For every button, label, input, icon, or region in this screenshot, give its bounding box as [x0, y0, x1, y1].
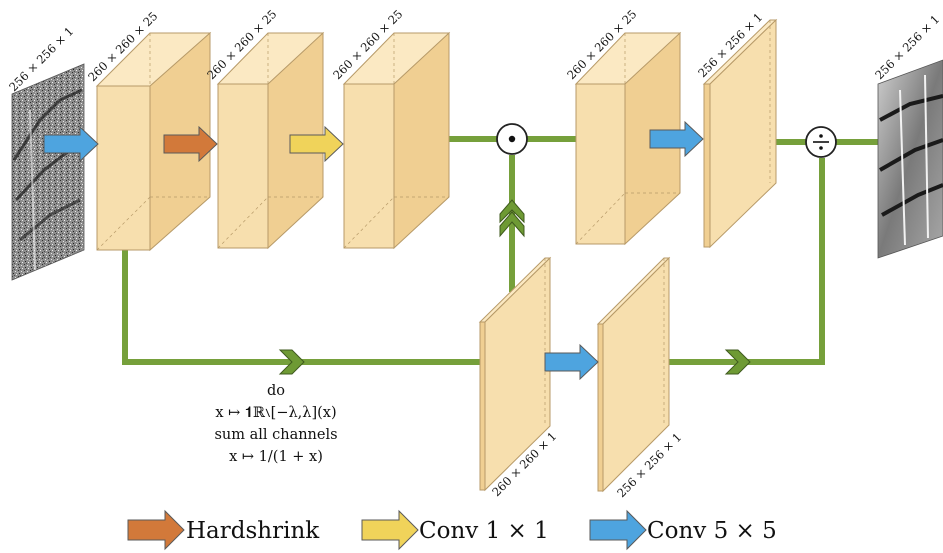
- operation-line-1: do: [267, 383, 285, 399]
- legend-label-conv1x1: Conv 1 × 1: [419, 518, 549, 544]
- conv5x5-arrow-input: [43, 125, 99, 163]
- legend-item-conv5x5: Conv 5 × 5: [589, 509, 777, 551]
- conv5x5-arrow-lower: [544, 343, 599, 381]
- connection-lines: [122, 136, 878, 365]
- conv5x5-arrow-upper: [649, 120, 704, 158]
- chevron-right-icon: [724, 349, 751, 375]
- legend-label-hardshrink: Hardshrink: [186, 518, 320, 544]
- operation-line-3: sum all channels: [214, 427, 337, 443]
- operation-line-4: x ↦ 1/(1 + x): [229, 449, 323, 465]
- feature-block-2: 260 × 260 × 25: [204, 7, 325, 250]
- feature-block-3: 260 × 260 × 25: [330, 7, 451, 250]
- line-block1-bottom-path: [122, 250, 480, 365]
- chevron-up-icon: [499, 199, 525, 238]
- chevron-right-icon: [278, 349, 305, 375]
- multiply-operator: [496, 123, 528, 155]
- conv1x1-arrow: [289, 125, 344, 163]
- legend: Hardshrink Conv 1 × 1 Conv 5 × 5: [127, 509, 777, 551]
- operation-description: do x ↦ 𝟏ℝ∖[−λ,λ](x) sum all channels x ↦…: [214, 383, 337, 465]
- feature-block-4: 260 × 260 × 25: [564, 7, 682, 246]
- legend-item-hardshrink: Hardshrink: [127, 509, 320, 551]
- feature-block-7: 256 × 256 × 1: [596, 256, 684, 500]
- legend-label-conv5x5: Conv 5 × 5: [647, 518, 777, 544]
- legend-item-conv1x1: Conv 1 × 1: [361, 509, 549, 551]
- feature-block-1: 260 × 260 × 25: [85, 9, 212, 252]
- feature-block-6: 260 × 260 × 1: [478, 256, 559, 499]
- hardshrink-arrow: [163, 125, 218, 163]
- divide-operator: [805, 126, 837, 158]
- operation-line-2: x ↦ 𝟏ℝ∖[−λ,λ](x): [215, 405, 336, 421]
- line-block7-to-divide: [668, 158, 825, 365]
- feature-block-5: 256 × 256 × 1: [695, 10, 778, 249]
- output-image: 256 × 256 × 1: [872, 12, 943, 259]
